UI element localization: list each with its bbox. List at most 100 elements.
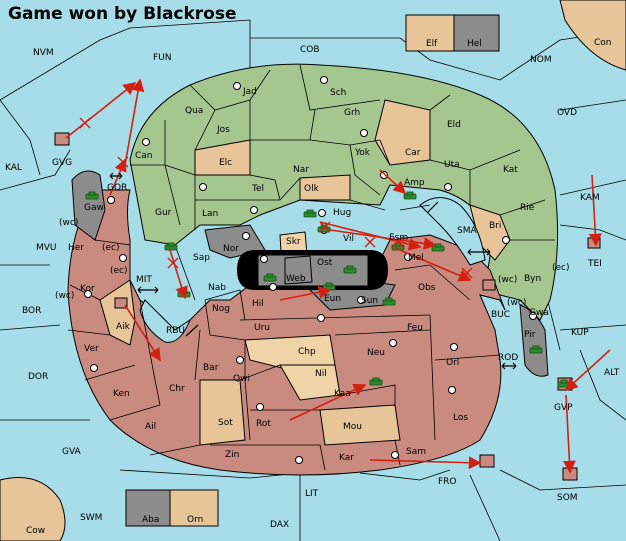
label-gur: Gur — [155, 208, 172, 218]
label-chr: Chr — [169, 384, 185, 394]
province-car[interactable] — [374, 99, 431, 166]
label-olk: Olk — [304, 184, 320, 194]
label-car: Car — [405, 148, 421, 158]
label-chp: Chp — [298, 347, 316, 357]
province-sot[interactable] — [199, 379, 246, 446]
sea-lit[interactable]: LIT — [305, 489, 319, 499]
sea-dax[interactable]: DAX — [270, 520, 289, 530]
label-yok: Yok — [354, 148, 371, 158]
label-sot: Sot — [218, 418, 233, 428]
label-feu: Feu — [407, 323, 423, 333]
sea-dor[interactable]: DOR — [28, 372, 48, 382]
province-gvg[interactable] — [54, 132, 70, 146]
label-gor: GOR — [107, 183, 127, 193]
sea-kal[interactable]: KAL — [5, 163, 22, 173]
label-nil: Nil — [315, 369, 327, 379]
sea-bor[interactable]: BOR — [22, 306, 41, 316]
label-kar: Kar — [339, 453, 354, 463]
province-tei[interactable] — [587, 237, 601, 249]
sea-labels: NVM FUN COB NOM OVD KAL MVU BOR DOR GVA … — [5, 45, 620, 530]
coast-tag: (wc) — [55, 291, 74, 301]
label-nab: Nab — [208, 283, 226, 293]
supply-centers — [84, 76, 537, 464]
label-sun: Sun — [361, 296, 378, 306]
label-zin: Zin — [225, 450, 239, 460]
label-gaw: Gaw — [84, 203, 104, 213]
label-vil: Vil — [343, 234, 354, 244]
label-gvp: GVP — [554, 403, 573, 413]
label-eun: Eun — [324, 294, 341, 304]
label-rot: Rot — [256, 419, 271, 429]
sea-kam[interactable]: KAM — [580, 193, 600, 203]
province-pir[interactable] — [519, 304, 549, 377]
coast-tag: (ec) — [102, 243, 120, 253]
label-sap: Sap — [193, 253, 210, 263]
sea-ovd[interactable]: OVD — [557, 108, 577, 118]
label-som: SOM — [557, 493, 578, 503]
label-orl: Orl — [446, 358, 459, 368]
sea-gva[interactable]: GVA — [62, 447, 82, 457]
sea-kup[interactable]: KUP — [571, 328, 589, 338]
label-hug: Hug — [333, 208, 351, 218]
orders — [65, 78, 611, 474]
label-gvg: GVG — [52, 158, 72, 168]
label-hil: Hil — [252, 299, 264, 309]
province-gaw[interactable] — [71, 170, 106, 241]
label-pir: Pir — [524, 330, 536, 340]
label-elc: Elc — [219, 158, 232, 168]
sea-buc[interactable]: BUC — [491, 310, 510, 320]
sea-rod[interactable]: ROD — [498, 353, 518, 363]
label-tel: Tel — [251, 184, 264, 194]
province-mou[interactable] — [319, 404, 401, 446]
label-orn: Orn — [187, 515, 203, 525]
coast-tags: (wc) (ec) (ec) (wc) (wc) (ec) (wc) — [55, 218, 570, 308]
label-sam: Sam — [406, 447, 426, 457]
label-kaa: Kaa — [334, 389, 351, 399]
label-los: Los — [453, 413, 468, 423]
label-elf: Elf — [426, 39, 438, 49]
sea-nom[interactable]: NOM — [530, 55, 552, 65]
coast-tag: (wc) — [498, 275, 517, 285]
label-eld: Eld — [447, 120, 461, 130]
sea-rbu[interactable]: RBU — [166, 326, 185, 336]
sea-fun[interactable]: FUN — [153, 53, 172, 63]
province-aik[interactable] — [99, 279, 136, 346]
label-kor: Kor — [80, 284, 95, 294]
label-nog: Nog — [212, 304, 230, 314]
label-aba: Aba — [142, 515, 159, 525]
province-cow[interactable] — [0, 477, 66, 541]
province-orn[interactable] — [169, 489, 219, 527]
sea-alt[interactable]: ALT — [604, 368, 620, 378]
label-can: Can — [135, 151, 153, 161]
coast-tag: (wc) — [59, 218, 78, 228]
label-gwa: Gwa — [529, 308, 549, 318]
label-ail: Ail — [145, 422, 156, 432]
label-cow: Cow — [26, 526, 45, 536]
province-aba[interactable] — [125, 489, 171, 527]
label-grh: Grh — [344, 108, 360, 118]
label-aik: Aik — [116, 322, 131, 332]
province-hel[interactable] — [453, 14, 500, 52]
sea-nvm[interactable]: NVM — [33, 48, 54, 58]
label-kat: Kat — [503, 165, 518, 175]
label-uru: Uru — [254, 323, 270, 333]
province-labels: Jad Sch Qua Jos Grh Eld Can Elc Nar Yok … — [26, 38, 612, 536]
green-borders — [130, 64, 555, 241]
page-title: Game won by Blackrose — [8, 4, 237, 24]
label-esm: Esm — [389, 233, 408, 243]
label-jos: Jos — [216, 125, 230, 135]
label-obs: Obs — [418, 283, 436, 293]
red-borders — [67, 239, 501, 471]
sea-cob[interactable]: COB — [300, 45, 320, 55]
sea-mit[interactable]: MIT — [136, 275, 152, 285]
sea-borders — [0, 19, 626, 541]
coast-tag: (wc) — [507, 298, 526, 308]
sea-swm[interactable]: SWM — [80, 513, 102, 523]
sea-fro[interactable]: FRO — [438, 477, 457, 487]
label-ken: Ken — [113, 389, 130, 399]
label-ver: Ver — [84, 344, 99, 354]
sea-mvu[interactable]: MVU — [36, 243, 57, 253]
sea-sma[interactable]: SMA — [457, 226, 477, 236]
